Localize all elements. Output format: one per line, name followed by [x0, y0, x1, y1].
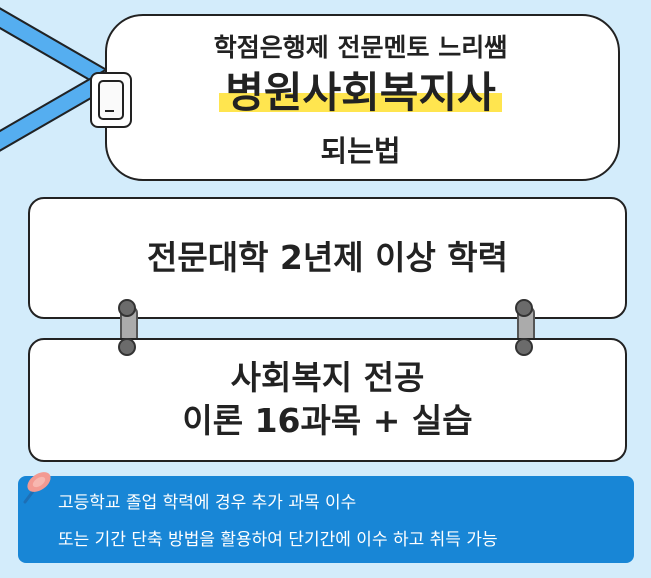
note-line-1: 고등학교 졸업 학력에 경우 추가 과목 이수: [58, 493, 357, 513]
tag-title: 병원사회복지사: [219, 68, 502, 119]
ring-left-bottom: [118, 338, 136, 356]
card-major: 사회복지 전공 이론 16과목 + 실습: [28, 338, 627, 462]
note-line-2: 또는 기간 단축 방법을 활용하여 단기간에 이수 하고 취득 가능: [58, 530, 498, 550]
ring-right-bottom: [515, 338, 533, 356]
info-note: 고등학교 졸업 학력에 경우 추가 과목 이수 또는 기간 단축 방법을 활용하…: [18, 476, 634, 563]
card-major-line-1: 사회복지 전공: [230, 358, 425, 398]
pushpin-icon: [23, 472, 51, 504]
ring-right-top: [515, 299, 533, 317]
tag-suffix: 되는법: [320, 134, 401, 168]
tag-title-wrap: 병원사회복지사: [105, 68, 616, 119]
card-major-line-2: 이론 16과목 + 실습: [182, 401, 473, 440]
ring-left-top: [118, 299, 136, 317]
card-education-line-1: 전문대학 2년제 이상 학력: [146, 237, 509, 277]
tag-subtitle: 학점은행제 전문멘토 느리쌤: [213, 33, 508, 62]
clip-icon: [90, 72, 132, 128]
card-education: 전문대학 2년제 이상 학력: [28, 197, 627, 319]
